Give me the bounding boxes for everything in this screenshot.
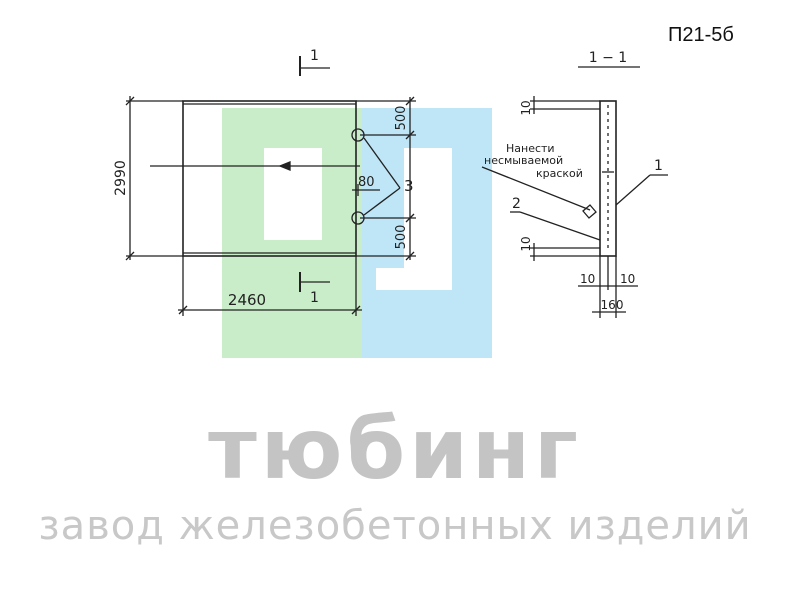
- dim-hook-spacing-label: 80: [358, 175, 375, 190]
- callout-hooks-label: 3: [404, 177, 414, 195]
- logo-blue-notch: [376, 268, 406, 290]
- dim-width-tick-left: [178, 305, 188, 315]
- panel-outline: [182, 100, 357, 257]
- section-dim-right-label: 10: [620, 272, 635, 286]
- note-line-1: Нанести: [506, 142, 555, 155]
- dim-height-tick-top: [125, 96, 135, 106]
- note-leader: [481, 166, 591, 211]
- section-mark-bottom-label: 1: [310, 290, 319, 306]
- watermark-logo: [222, 108, 492, 358]
- section-mark-top-label: 1: [310, 48, 319, 64]
- dim-right-tick-4: [405, 251, 415, 261]
- hook-leader-bottom: [363, 187, 401, 216]
- drawing-code: П21-5б: [668, 24, 734, 46]
- section-dim-top-label: 10: [519, 100, 533, 115]
- watermark-brand-name: тюбинг: [208, 400, 582, 498]
- hook-leader-top: [363, 137, 401, 189]
- dim-height-label: 2990: [113, 160, 129, 196]
- note-line-3: краской: [536, 167, 583, 180]
- callout-mark-label: 2: [512, 196, 521, 212]
- dim-top-offset-label: 500: [394, 106, 409, 131]
- note-line-2: несмываемой: [484, 154, 563, 167]
- watermark-brand-subtitle: завод железобетонных изделий: [38, 503, 752, 549]
- dim-right-tick-3: [405, 213, 415, 223]
- dim-right-tick-1: [405, 96, 415, 106]
- section-dim-left-label: 10: [580, 272, 595, 286]
- dim-bottom-offset-label: 500: [394, 225, 409, 250]
- marking-diamond: [582, 204, 597, 219]
- callout-panel-label: 1: [654, 158, 663, 174]
- dim-right-tick-2: [405, 130, 415, 140]
- section-dim-thickness-label: 160: [601, 298, 624, 312]
- callout-panel-leader: [615, 174, 651, 206]
- dim-width-label: 2460: [228, 291, 266, 309]
- logo-blue-cutout: [404, 148, 452, 290]
- section-dim-bottom-label: 10: [519, 236, 533, 251]
- section-arrow: [278, 161, 291, 171]
- section-view: [481, 66, 668, 318]
- dim-height-tick-bottom: [125, 251, 135, 261]
- callout-mark-leader: [519, 211, 601, 241]
- dim-width-tick-right: [351, 305, 361, 315]
- logo-green-cutout: [264, 148, 322, 240]
- plan-view: [125, 56, 416, 316]
- section-title: 1 − 1: [589, 50, 627, 66]
